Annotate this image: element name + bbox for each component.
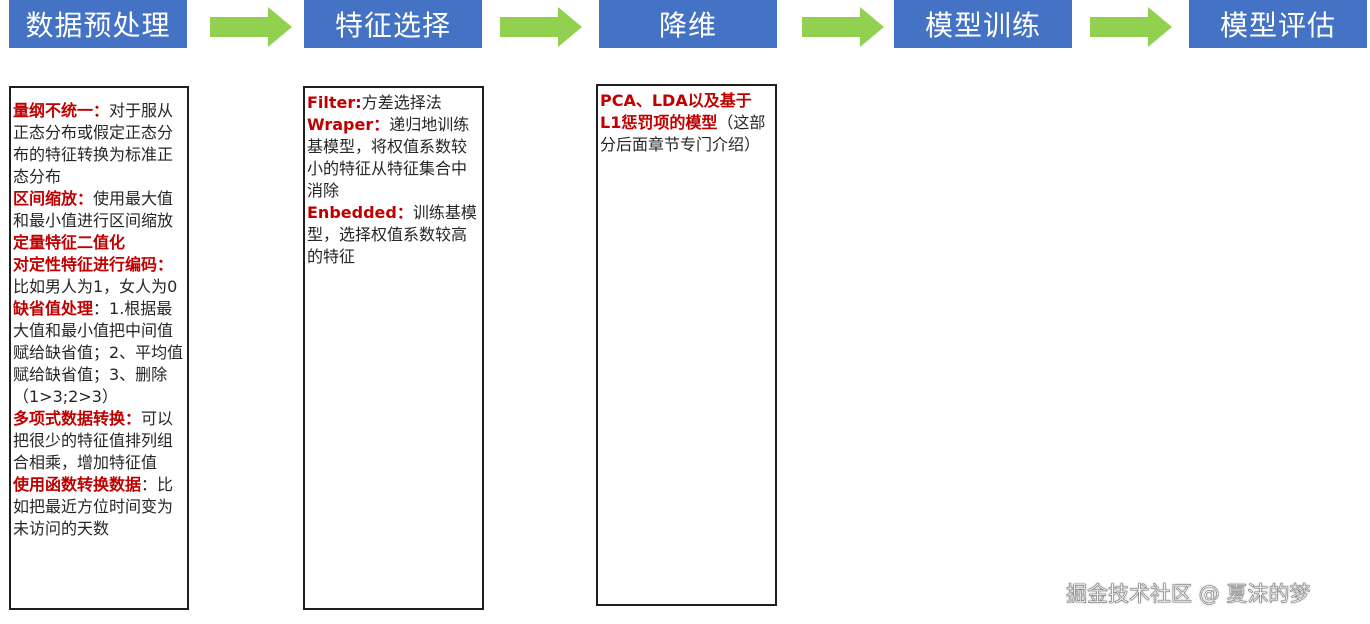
detail-item: Wraper：递归地训练基模型，将权值系数较小的特征从特征集合中消除 [307,114,480,202]
detail-text: 训练基模型，选择权值系数较高的特征 [307,203,477,266]
stage-model-evaluation: 模型评估 [1189,0,1367,48]
detail-item: 多项式数据转换：可以把很少的特征值排列组合相乘，增加特征值 [13,408,185,474]
watermark-text: 掘金技术社区 @ 夏沫的梦 [1066,582,1311,607]
detail-keyword: Enbedded： [307,203,413,222]
detail-text: ：1.根据最大值和最小值把中间值赋给缺省值；2、平均值赋给缺省值；3、删除（1>… [13,299,184,406]
detail-item: 定量特征二值化 [13,232,185,254]
detail-keyword: 使用函数转换数据 [13,475,142,494]
detail-item: PCA、LDA以及基于L1惩罚项的模型（这部分后面章节专门介绍） [600,90,773,156]
flow-arrow-icon [210,7,292,47]
detail-text: 对于服从正态分布或假定正态分布的特征转换为标准正态分布 [13,101,174,186]
stage-label: 模型评估 [1219,9,1336,42]
stage-label: 模型训练 [924,9,1041,42]
preprocessing-details-box: 量纲不统一：对于服从正态分布或假定正态分布的特征转换为标准正态分布 区间缩放：使… [9,86,189,610]
detail-text: 使用最大值和最小值进行区间缩放 [13,189,174,230]
flow-arrow-icon [1090,7,1172,47]
flow-arrow-icon [802,7,884,47]
detail-text: 方差选择法 [361,93,442,112]
detail-item: 对定性特征进行编码： 比如男人为1，女人为0 [13,254,185,298]
detail-keyword: 多项式数据转换： [13,409,142,428]
detail-item: 使用函数转换数据：比如把最近方位时间变为未访问的天数 [13,474,185,540]
detail-item: Filter:方差选择法 [307,92,480,114]
detail-text: 可以把很少的特征值排列组合相乘，增加特征值 [13,409,174,472]
dimensionality-details-box: PCA、LDA以及基于L1惩罚项的模型（这部分后面章节专门介绍） [596,84,777,606]
detail-item: Enbedded：训练基模型，选择权值系数较高的特征 [307,202,480,268]
stage-label: 特征选择 [334,9,451,42]
detail-text: 比如男人为1，女人为0 [13,277,178,296]
detail-keyword: Filter: [307,93,362,112]
stage-label: 数据预处理 [25,9,171,42]
stage-model-training: 模型训练 [894,0,1072,48]
detail-item: 量纲不统一：对于服从正态分布或假定正态分布的特征转换为标准正态分布 [13,100,185,188]
flow-arrow-icon [500,7,582,47]
feature-selection-details-box: Filter:方差选择法 Wraper：递归地训练基模型，将权值系数较小的特征从… [303,86,484,610]
stage-label: 降维 [658,9,717,42]
detail-keyword: 对定性特征进行编码： [13,255,174,274]
detail-text: 递归地训练基模型，将权值系数较小的特征从特征集合中消除 [307,115,470,200]
detail-item: 区间缩放：使用最大值和最小值进行区间缩放 [13,188,185,232]
stage-feature-selection: 特征选择 [304,0,482,48]
detail-item: 缺省值处理：1.根据最大值和最小值把中间值赋给缺省值；2、平均值赋给缺省值；3、… [13,298,185,408]
detail-keyword: 定量特征二值化 [13,233,126,252]
detail-keyword: 缺省值处理 [13,299,94,318]
detail-keyword: PCA、LDA以及基于L1惩罚项的模型 [600,91,752,132]
detail-keyword: 量纲不统一： [13,101,110,120]
stage-dimensionality-reduction: 降维 [599,0,777,48]
detail-text: ：比如把最近方位时间变为未访问的天数 [13,475,174,538]
detail-keyword: 区间缩放： [13,189,94,208]
detail-keyword: Wraper： [307,115,390,134]
detail-text: （这部分后面章节专门介绍） [600,113,766,154]
stage-preprocessing: 数据预处理 [9,0,187,48]
